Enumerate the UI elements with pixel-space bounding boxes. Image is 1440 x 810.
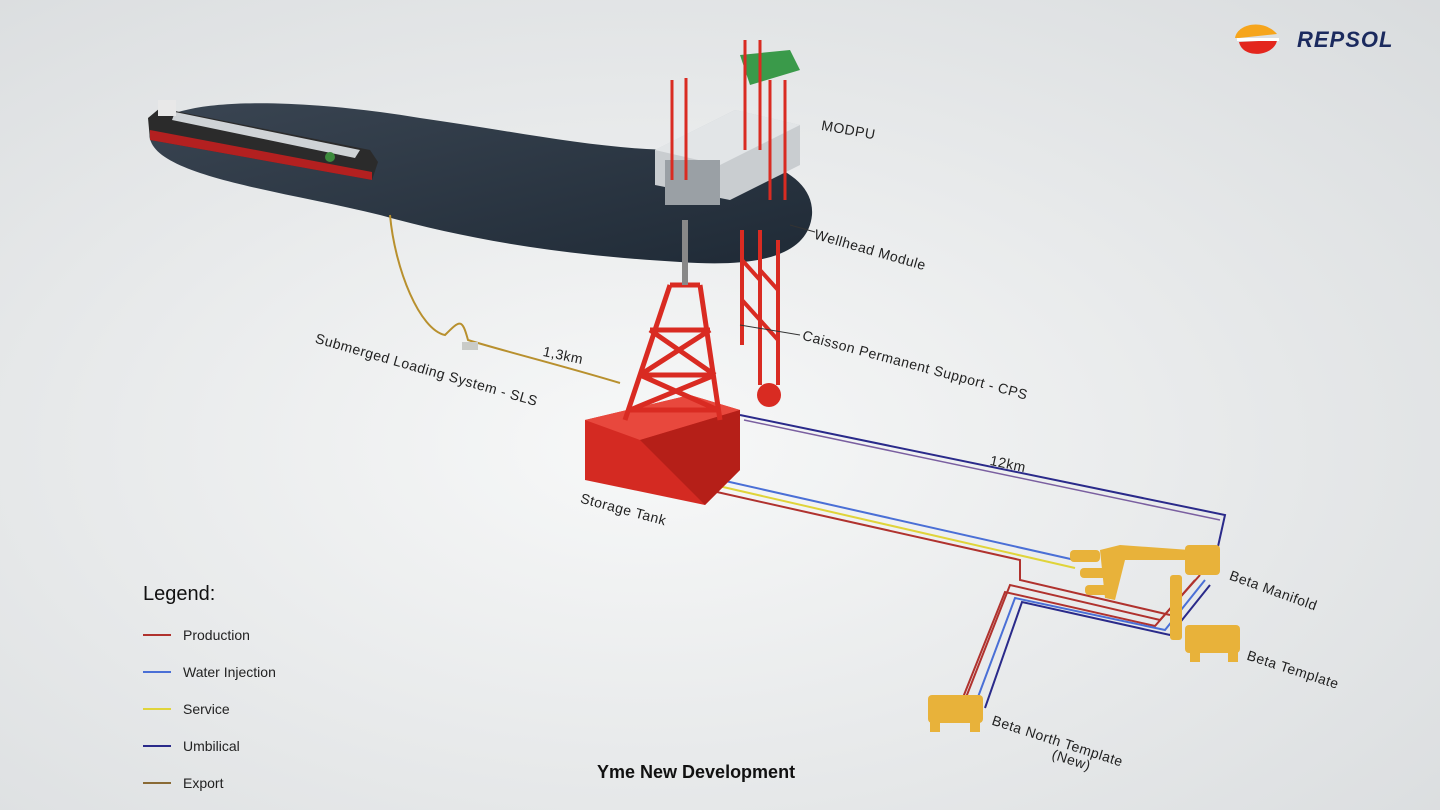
legend-item-umbilical: Umbilical xyxy=(143,727,276,764)
umbilical-line xyxy=(739,414,1227,561)
cps-pointer xyxy=(739,324,801,336)
repsol-logo: REPSOL xyxy=(1233,20,1393,60)
legend-swatch xyxy=(143,670,171,673)
legend-label: Export xyxy=(183,774,224,791)
production-line xyxy=(707,489,1171,616)
legend-swatch xyxy=(143,781,171,784)
legend-swatch xyxy=(143,744,171,747)
modpu-platform xyxy=(655,40,800,205)
legend-item-production: Production xyxy=(143,616,276,653)
storage-tank xyxy=(585,395,740,505)
water-injection-line xyxy=(711,477,1076,561)
beta-north-template xyxy=(928,695,983,732)
legend-label: Service xyxy=(183,700,230,717)
diagram-title: Yme New Development xyxy=(597,762,796,782)
service-line xyxy=(709,483,1076,569)
legend-label: Umbilical xyxy=(183,737,240,754)
cps-legs xyxy=(740,230,780,385)
export-line xyxy=(389,214,621,384)
beta-template xyxy=(1185,625,1240,662)
legend-item-water-injection: Water Injection xyxy=(143,653,276,690)
repsol-logo-icon xyxy=(1235,24,1279,54)
legend: Legend: Production Water Injection Servi… xyxy=(143,583,276,801)
brand-name: REPSOL xyxy=(1297,27,1394,52)
legend-swatch xyxy=(143,707,171,710)
wellhead-pointer xyxy=(789,224,816,233)
legend-title: Legend: xyxy=(143,583,216,605)
tanker-ship xyxy=(148,100,378,180)
legend-item-export: Export xyxy=(143,764,276,801)
legend-label: Water Injection xyxy=(183,663,276,680)
legend-item-service: Service xyxy=(143,690,276,727)
beta-manifold xyxy=(1070,545,1220,640)
legend-swatch xyxy=(143,633,171,636)
legend-label: Production xyxy=(183,626,250,643)
